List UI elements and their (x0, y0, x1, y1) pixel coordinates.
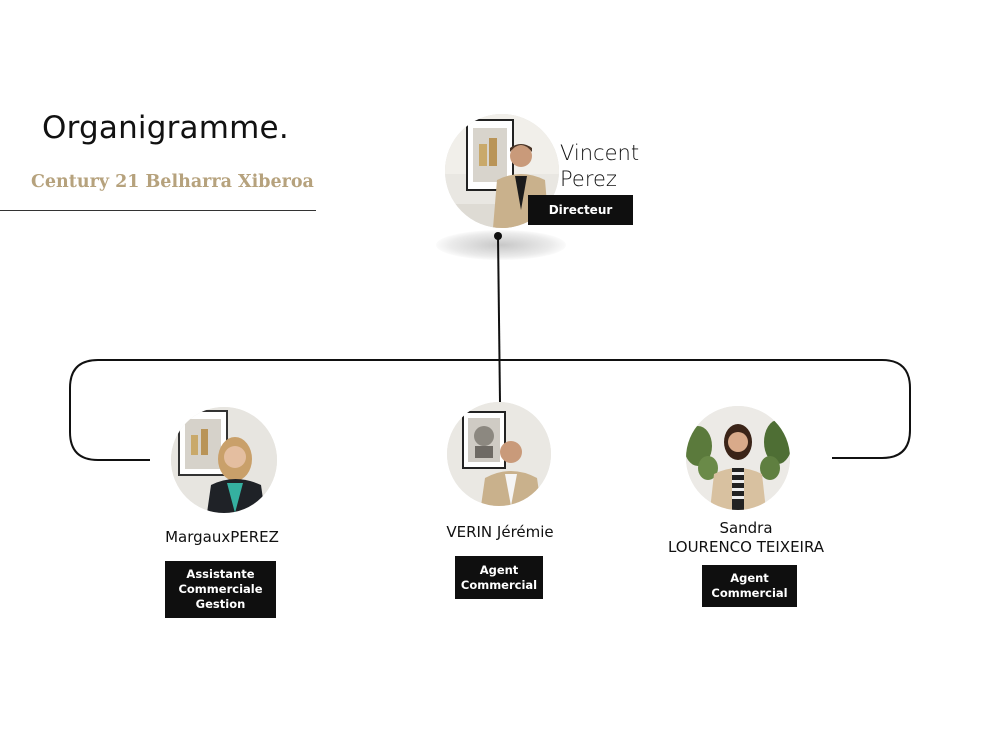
member-role-badge-verin: Agent Commercial (455, 556, 543, 599)
team-bracket (69, 359, 911, 461)
role-line: Assistante (186, 567, 255, 581)
verin-photo (447, 402, 551, 506)
role-line: Agent (730, 571, 769, 585)
margaux-photo (171, 407, 277, 513)
company-name: Century 21 Belharra Xiberoa (31, 172, 314, 192)
director-name: Vincent Perez (560, 140, 639, 192)
role-line: Commercial (460, 577, 538, 592)
role-line: Gestion (195, 597, 246, 611)
member-role-badge-sandra: Agent Commercial (702, 565, 797, 607)
role-line: Commercial (711, 586, 788, 600)
member-avatar-verin (447, 402, 551, 506)
member-avatar-margaux (171, 407, 277, 513)
role-line: Agent (479, 562, 519, 577)
page-title: Organigramme. (42, 110, 289, 146)
director-first-name: Vincent (560, 141, 640, 165)
member-name-verin: VERIN Jérémie (446, 523, 554, 541)
member-avatar-sandra (686, 406, 790, 510)
header-divider (0, 210, 316, 211)
member-last-name-sandra: LOURENCO TEIXEIRA (667, 538, 825, 556)
director-role: Directeur (548, 202, 613, 217)
member-first-name-sandra: Sandra (719, 519, 773, 537)
director-connector (497, 235, 501, 403)
sandra-photo (686, 406, 790, 510)
member-name-margaux: MargauxPEREZ (165, 528, 279, 546)
director-last-name: Perez (560, 167, 617, 191)
director-role-badge: Directeur (528, 195, 633, 225)
role-line: Commerciale (178, 582, 263, 596)
connector-dot (494, 232, 502, 240)
director-photo-shadow (436, 230, 566, 260)
member-role-badge-margaux: Assistante Commerciale Gestion (165, 561, 276, 618)
member-name-sandra: Sandra LOURENCO TEIXEIRA (626, 519, 866, 557)
